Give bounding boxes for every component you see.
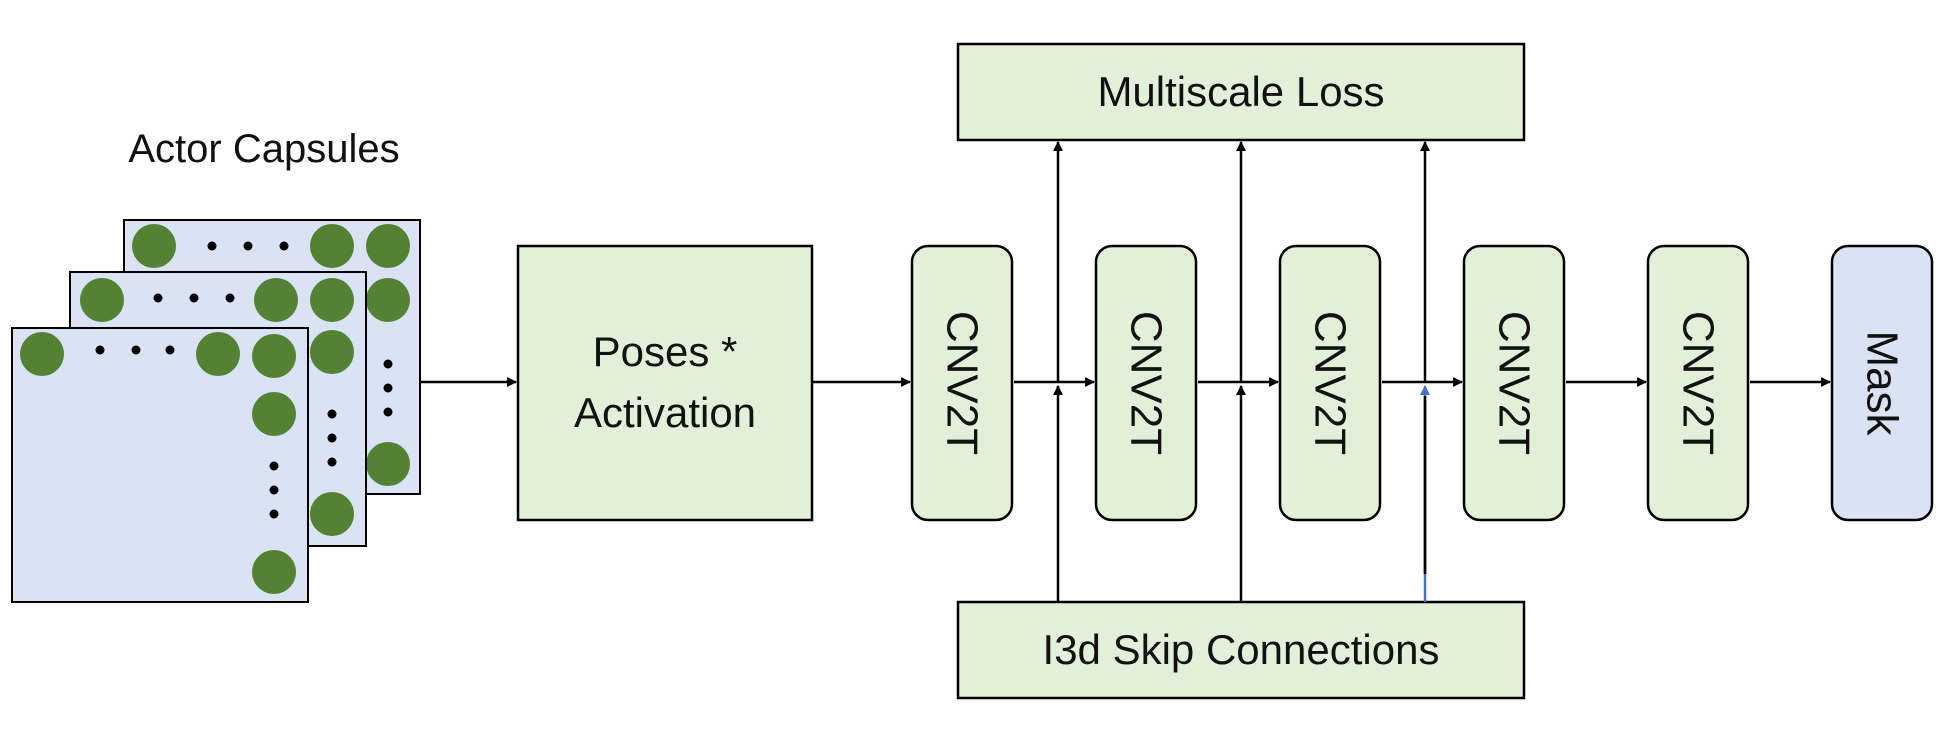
- conv-label-2: CNV2T: [1122, 311, 1171, 455]
- conv-block-3: CNV2T: [1278, 244, 1382, 522]
- actor-capsules-title: Actor Capsules: [128, 127, 399, 171]
- poses-label: Poses *: [593, 328, 738, 375]
- mask-block: Mask: [1830, 244, 1934, 522]
- capsule-layer-front: [11, 327, 309, 603]
- poses-activation-block: Poses * Activation: [516, 244, 814, 522]
- conv-block-1: CNV2T: [910, 244, 1014, 522]
- conv-label-4: CNV2T: [1490, 311, 1539, 455]
- multiscale-loss-label: Multiscale Loss: [1097, 68, 1384, 115]
- skip-connections-label: I3d Skip Connections: [1043, 626, 1440, 673]
- activation-label: Activation: [574, 389, 756, 436]
- skip-connections-block: I3d Skip Connections: [956, 600, 1526, 700]
- conv-label-5: CNV2T: [1674, 311, 1723, 455]
- mask-label: Mask: [1858, 330, 1907, 436]
- conv-label-1: CNV2T: [938, 311, 987, 455]
- conv-block-4: CNV2T: [1462, 244, 1566, 522]
- conv-block-5: CNV2T: [1646, 244, 1750, 522]
- conv-block-2: CNV2T: [1094, 244, 1198, 522]
- multiscale-loss-block: Multiscale Loss: [956, 42, 1526, 142]
- conv-label-3: CNV2T: [1306, 311, 1355, 455]
